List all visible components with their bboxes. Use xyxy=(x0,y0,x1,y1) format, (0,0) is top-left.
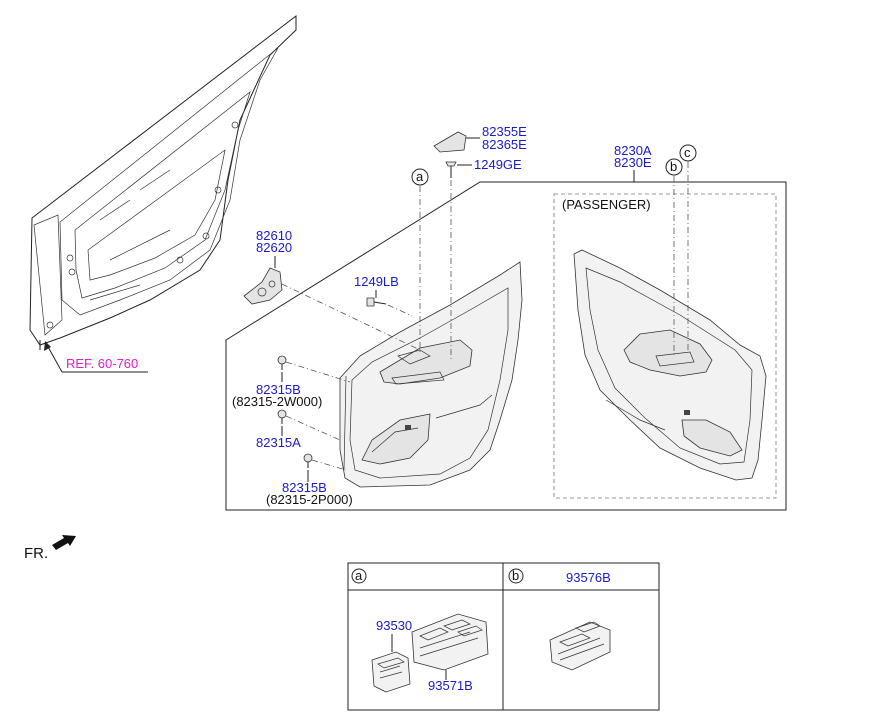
driver-door-trim xyxy=(339,261,523,488)
main-assembly-outline xyxy=(225,181,787,511)
table-callout-b-circle xyxy=(508,568,524,584)
label-93571b: 93571B xyxy=(428,678,473,693)
callout-b: b xyxy=(670,159,677,174)
table-callout-b: b xyxy=(512,568,519,583)
clip-2 xyxy=(277,409,287,424)
door-handle-bracket xyxy=(243,267,283,305)
label-1249lb: 1249LB xyxy=(354,274,399,289)
mirror-cover-part xyxy=(433,131,467,153)
trim-clip-icon xyxy=(405,425,411,430)
label-93530: 93530 xyxy=(376,618,412,633)
label-82315b-top: 82315B xyxy=(256,382,301,397)
door-frame-illustration xyxy=(29,14,297,350)
single-window-switch xyxy=(371,651,411,693)
reference-label: REF. 60-760 xyxy=(66,356,138,371)
master-window-switch xyxy=(411,613,489,671)
front-arrow-icon xyxy=(52,535,76,550)
front-direction-label: FR. xyxy=(24,545,48,562)
label-82315-2p000: (82315-2P000) xyxy=(266,492,353,507)
label-82365e: 82365E xyxy=(482,137,527,152)
label-8230e: 8230E xyxy=(614,155,652,170)
callout-a: a xyxy=(416,169,424,184)
label-82315b-bottom: 82315B xyxy=(282,480,327,495)
passenger-door-trim xyxy=(573,249,767,481)
callout-a-circle xyxy=(411,168,429,186)
label-82620: 82620 xyxy=(256,240,292,255)
label-82610: 82610 xyxy=(256,228,292,243)
reference-label-group: REF. 60-760 xyxy=(44,341,148,373)
clip-1 xyxy=(277,355,287,370)
label-82355e: 82355E xyxy=(482,124,527,139)
clip-3 xyxy=(303,453,313,468)
passenger-window-switch xyxy=(549,621,611,671)
callout-c: c xyxy=(684,145,691,160)
label-93576b: 93576B xyxy=(566,570,611,585)
passenger-box xyxy=(553,193,777,499)
table-callout-a: a xyxy=(355,568,363,583)
callout-b-circle xyxy=(665,158,683,176)
trim-clip-icon xyxy=(684,410,690,415)
table-callout-a-circle xyxy=(351,568,367,584)
screw-1249lb xyxy=(366,297,387,307)
label-8230a: 8230A xyxy=(614,143,652,158)
label-82315a: 82315A xyxy=(256,435,301,450)
label-82315-2w000: (82315-2W000) xyxy=(232,394,322,409)
callout-c-circle xyxy=(679,144,697,162)
switch-table: a b 93576B xyxy=(347,562,660,711)
arrow-icon xyxy=(44,341,51,351)
screw-1249ge xyxy=(445,161,457,178)
passenger-label: (PASSENGER) xyxy=(562,197,651,212)
label-1249ge: 1249GE xyxy=(474,157,522,172)
